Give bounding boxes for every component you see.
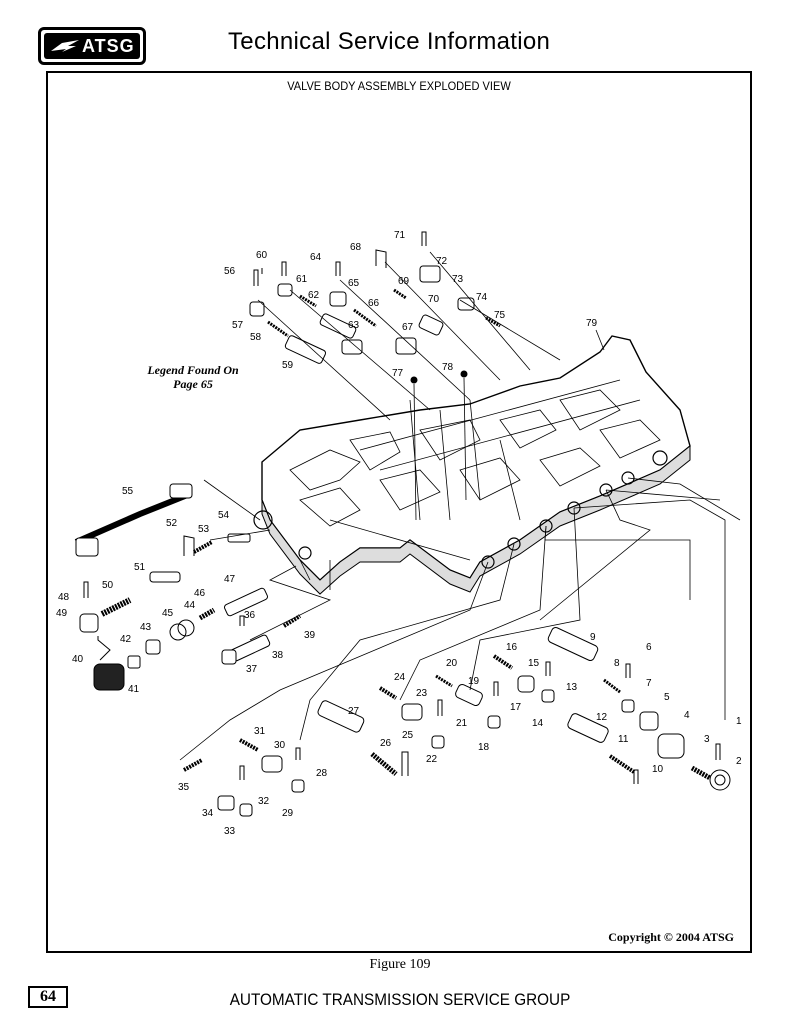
part-label: 43 xyxy=(140,622,152,633)
figure-caption: Figure 109 xyxy=(369,957,431,972)
part-label: 67 xyxy=(402,322,414,333)
eagle-icon xyxy=(51,40,79,52)
part-label: 12 xyxy=(596,712,608,723)
part-label: 65 xyxy=(348,278,360,289)
part-label: 8 xyxy=(614,658,620,669)
part-label: 38 xyxy=(272,650,284,661)
part-label: 17 xyxy=(510,702,522,713)
part-label: 64 xyxy=(310,252,322,263)
part-label: 25 xyxy=(402,730,414,741)
part-label: 49 xyxy=(56,608,68,619)
part-label: 37 xyxy=(246,664,258,675)
part-label: 35 xyxy=(178,782,190,793)
part-label: 36 xyxy=(244,610,256,621)
legend-line-2: Page 65 xyxy=(173,377,213,391)
part-label: 11 xyxy=(618,734,629,745)
part-label: 27 xyxy=(348,706,360,717)
lower-left-valves xyxy=(74,483,302,691)
part-label: 41 xyxy=(128,684,140,695)
part-label: 46 xyxy=(194,588,206,599)
part-label: 20 xyxy=(446,658,458,669)
part-label: 39 xyxy=(304,630,316,641)
footer-company: AUTOMATIC TRANSMISSION SERVICE GROUP xyxy=(229,990,571,1009)
lower-right-valves xyxy=(183,626,731,817)
part-label: 28 xyxy=(316,768,328,779)
page-title: Technical Service Information xyxy=(228,28,551,55)
part-label: 2 xyxy=(736,756,742,767)
part-label: 31 xyxy=(254,726,266,737)
part-label: 70 xyxy=(428,294,440,305)
part-label: 78 xyxy=(442,362,454,373)
legend-line-1: Legend Found On xyxy=(147,363,239,377)
part-label: 10 xyxy=(652,764,664,775)
part-label: 6 xyxy=(646,642,652,653)
legend-note: Legend Found On Page 65 xyxy=(128,363,258,391)
atsg-logo: ATSG xyxy=(38,27,146,65)
part-label: 77 xyxy=(392,368,404,379)
part-label: 22 xyxy=(426,754,438,765)
part-label: 5 xyxy=(664,692,670,703)
part-label: 79 xyxy=(586,318,598,329)
part-label: 9 xyxy=(590,632,596,643)
part-label: 55 xyxy=(122,486,134,497)
part-label: 68 xyxy=(350,242,362,253)
part-label: 3 xyxy=(704,734,710,745)
page-number: 64 xyxy=(28,986,68,1008)
part-label: 71 xyxy=(394,230,406,241)
part-label: 50 xyxy=(102,580,114,591)
part-label: 73 xyxy=(452,274,464,285)
part-label: 4 xyxy=(684,710,690,721)
part-label: 56 xyxy=(224,266,236,277)
part-label: 16 xyxy=(506,642,518,653)
part-label: 32 xyxy=(258,796,270,807)
part-label: 15 xyxy=(528,658,540,669)
part-label: 58 xyxy=(250,332,262,343)
part-labels: 1 2 3 4 5 6 7 8 9 10 11 12 13 14 15 16 1… xyxy=(56,230,742,837)
part-label: 44 xyxy=(184,600,196,611)
part-label: 57 xyxy=(232,320,244,331)
part-label: 47 xyxy=(224,574,236,585)
part-label: 26 xyxy=(380,738,392,749)
part-label: 53 xyxy=(198,524,210,535)
part-label: 54 xyxy=(218,510,230,521)
part-label: 59 xyxy=(282,360,294,371)
diagram-title: VALVE BODY ASSEMBLY EXPLODED VIEW xyxy=(287,79,511,93)
part-label: 66 xyxy=(368,298,380,309)
part-label: 1 xyxy=(736,716,742,727)
part-label: 60 xyxy=(256,250,268,261)
part-label: 72 xyxy=(436,256,448,267)
part-label: 52 xyxy=(166,518,178,529)
part-label: 42 xyxy=(120,634,132,645)
diagram-frame: VALVE BODY ASSEMBLY EXPLODED VIEW Legend… xyxy=(46,71,752,953)
part-label: 45 xyxy=(162,608,174,619)
part-label: 74 xyxy=(476,292,488,303)
logo-badge: ATSG xyxy=(44,33,140,59)
copyright: Copyright © 2004 ATSG xyxy=(608,930,734,944)
part-label: 30 xyxy=(274,740,286,751)
part-label: 40 xyxy=(72,654,84,665)
logo-text: ATSG xyxy=(82,36,135,56)
part-label: 69 xyxy=(398,276,410,287)
part-label: 24 xyxy=(394,672,406,683)
part-label: 19 xyxy=(468,676,480,687)
upper-valve-train xyxy=(239,231,501,626)
part-label: 48 xyxy=(58,592,70,603)
part-label: 61 xyxy=(296,274,308,285)
part-label: 51 xyxy=(134,562,146,573)
part-label: 7 xyxy=(646,678,652,689)
part-label: 33 xyxy=(224,826,236,837)
part-label: 75 xyxy=(494,310,506,321)
part-label: 29 xyxy=(282,808,294,819)
part-label: 14 xyxy=(532,718,544,729)
part-label: 34 xyxy=(202,808,214,819)
part-label: 63 xyxy=(348,320,360,331)
part-label: 13 xyxy=(566,682,578,693)
part-label: 21 xyxy=(456,718,468,729)
part-label: 18 xyxy=(478,742,490,753)
part-label: 62 xyxy=(308,290,320,301)
part-label: 23 xyxy=(416,688,428,699)
